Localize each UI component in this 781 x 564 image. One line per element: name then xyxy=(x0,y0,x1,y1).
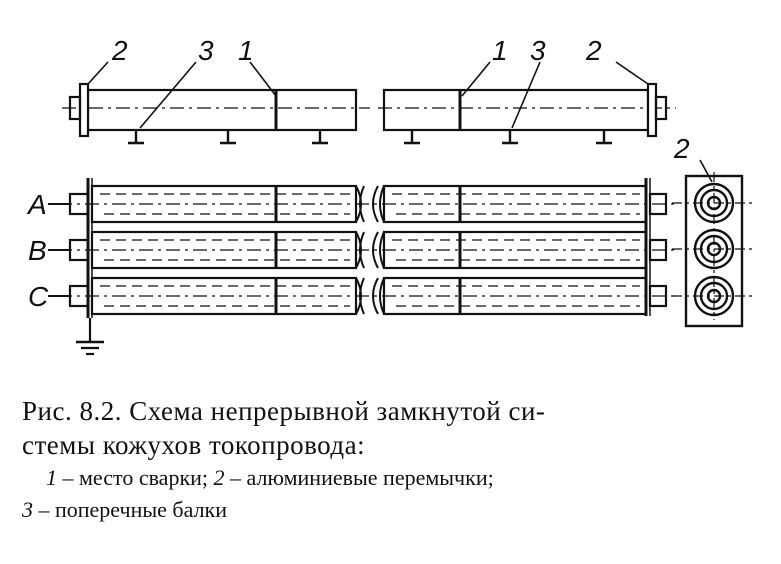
top-view xyxy=(62,61,676,145)
phase-label-b: B xyxy=(28,235,47,266)
legend-number-2: 2 xyxy=(213,465,225,490)
legend-text-2: – алюминиевые перемычки; xyxy=(224,465,494,490)
callout-2-left: 2 xyxy=(111,35,128,66)
legend-text-1: – место сварки; xyxy=(57,465,214,490)
callout-3-left: 3 xyxy=(198,35,214,66)
phase-a-duct xyxy=(58,184,676,224)
phase-b-duct xyxy=(58,230,676,270)
end-view-section xyxy=(672,159,756,328)
cross-beams xyxy=(128,130,612,145)
busbar-enclosure-diagram: 2 3 1 1 3 2 2 A B C xyxy=(26,35,756,356)
caption-legend-line-1: 1 – место сварки; 2 – алюминиевые перемы… xyxy=(22,462,762,494)
figure-caption: Рис. 8.2. Схема непрерывной замкнутой си… xyxy=(22,394,762,526)
top-duct-right xyxy=(382,88,650,132)
legend-number-1: 1 xyxy=(46,465,57,490)
callout-2-section: 2 xyxy=(673,133,690,164)
callout-1-left: 1 xyxy=(238,35,254,66)
phase-ducts xyxy=(58,178,676,356)
caption-line-1: Рис. 8.2. Схема непрерывной замкнутой си… xyxy=(22,396,546,426)
top-duct-left xyxy=(86,88,358,132)
callout-2-right: 2 xyxy=(585,35,602,66)
legend-number-3: 3 xyxy=(22,497,33,522)
phase-label-a: A xyxy=(26,189,47,220)
callout-1-right: 1 xyxy=(492,35,508,66)
phase-label-c: C xyxy=(28,281,49,312)
callout-3-right: 3 xyxy=(530,35,546,66)
ground-icon xyxy=(76,318,104,356)
legend-text-3: – поперечные балки xyxy=(33,497,228,522)
caption-legend-line-2: 3 – поперечные балки xyxy=(22,494,762,526)
caption-line-2: стемы кожухов токопровода: xyxy=(22,430,366,460)
phase-c-duct xyxy=(58,276,676,316)
